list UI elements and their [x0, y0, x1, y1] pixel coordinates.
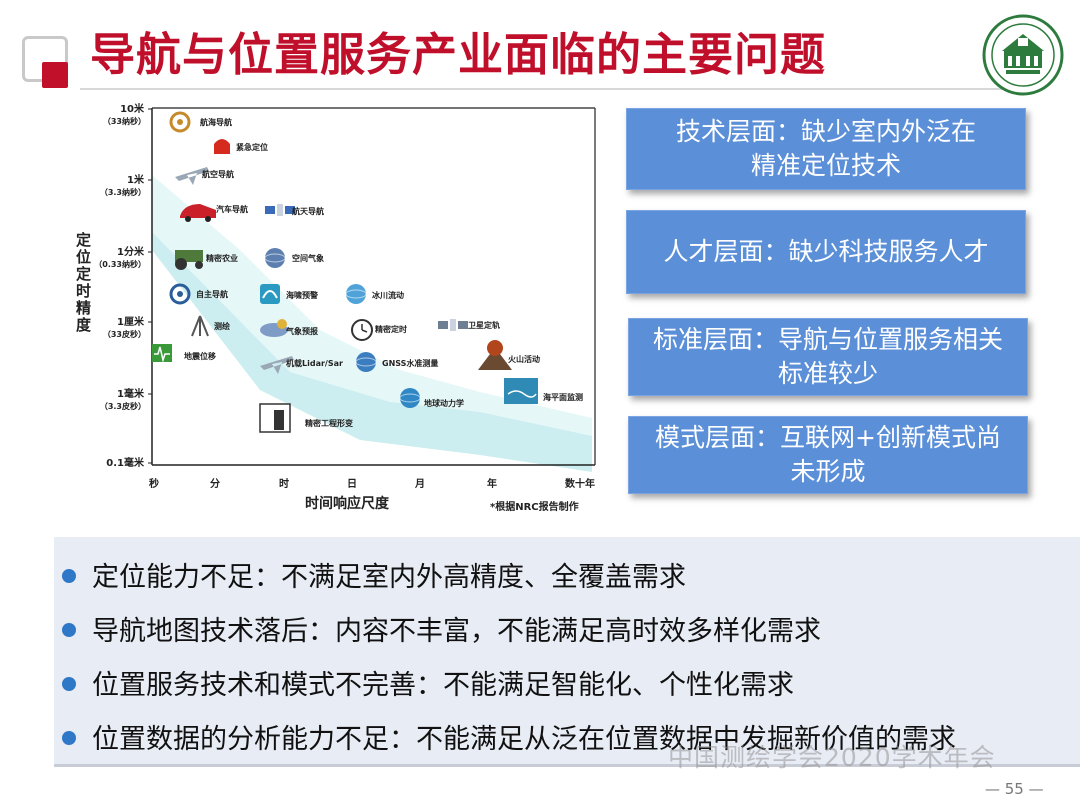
box-technology-line1: 技术层面：缺少室内外泛在 [675, 117, 976, 146]
bullet-item: 定位能力不足：不满足室内外高精度、全覆盖需求 [62, 555, 686, 594]
university-logo [982, 14, 1064, 96]
application-tripod-icon [191, 315, 209, 337]
application-label: 自主导航 [196, 289, 228, 299]
application-label: 测绘 [214, 321, 230, 331]
application-label: 冰川流动 [372, 290, 404, 300]
application-sat-icon [438, 319, 468, 331]
svg-text:时: 时 [76, 282, 91, 300]
application-label: 地球动力学 [424, 398, 464, 408]
application-globe-icon [355, 352, 377, 372]
application-plane-icon [175, 167, 209, 185]
box-standards-line2: 标准较少 [777, 359, 878, 388]
diagram-svg: 定 位 定 时 精 度 10米（33纳秒） 1米（3.3纳秒） 1分米（0.33纳秒… [76, 102, 596, 513]
corner-accent [42, 62, 68, 88]
bullet-dot-icon [62, 622, 76, 637]
x-tick-label: 时 [279, 477, 289, 490]
bullet-dot-icon [62, 730, 76, 745]
box-model: 模式层面：互联网+创新模式尚未形成 [628, 416, 1028, 494]
y-ticks: 10米（33纳秒） 1米（3.3纳秒） 1分米（0.33纳秒） 1厘米（33皮秒） 1毫… [94, 102, 152, 469]
box-technology-line2: 精准定位技术 [750, 151, 901, 180]
application-label: 航海导航 [200, 117, 232, 127]
svg-text:位: 位 [76, 248, 91, 266]
box-talent-line1: 人才层面：缺少科技服务人才 [663, 237, 989, 266]
y-tick-sublabel: （0.33纳秒） [94, 259, 146, 269]
bullet-dot-icon [62, 676, 76, 691]
x-axis-label: 时间响应尺度 [305, 495, 390, 512]
application-label: 精密工程形变 [305, 418, 353, 428]
y-tick-sublabel: （3.3纳秒） [100, 187, 146, 197]
y-tick-sublabel: （3.3皮秒） [100, 401, 146, 411]
accuracy-timescale-diagram: 定 位 定 时 精 度 10米（33纳秒） 1米（3.3纳秒） 1分米（0.33纳秒… [60, 100, 605, 525]
accuracy-band [152, 175, 592, 472]
application-cloud-icon [260, 319, 288, 337]
x-ticks: 秒 分 时 日 月 年 数十年 [149, 477, 595, 490]
application-label: 海啸预警 [286, 290, 318, 300]
application-sea-icon [504, 378, 538, 404]
svg-text:定: 定 [76, 265, 91, 283]
problems-panel: 定位能力不足：不满足室内外高精度、全覆盖需求 导航地图技术落后：内容不丰富，不能… [54, 537, 1080, 767]
box-talent: 人才层面：缺少科技服务人才 [626, 210, 1026, 294]
title-divider [80, 88, 1010, 90]
application-label: 紧急定位 [236, 142, 268, 152]
application-label: 航空导航 [202, 169, 234, 179]
application-label: 地震位移 [184, 351, 216, 361]
application-label: 空间气象 [292, 253, 324, 263]
x-tick-label: 月 [414, 478, 425, 490]
y-axis-label-1: 定 [76, 231, 91, 249]
application-label: 卫星定轨 [468, 320, 500, 330]
application-car-icon [180, 204, 216, 222]
x-tick-label: 秒 [149, 477, 159, 490]
application-bld-icon [259, 403, 291, 433]
application-clock-icon [351, 319, 373, 341]
source-note: *根据NRC报告制作 [490, 500, 579, 513]
bullet-item: 导航地图技术落后：内容不丰富，不能满足高时效多样化需求 [62, 609, 821, 648]
application-label: 精密定时 [375, 324, 407, 334]
y-tick-label: 1米 [127, 173, 145, 186]
box-standards: 标准层面：导航与位置服务相关标准较少 [628, 318, 1028, 396]
x-tick-label: 年 [487, 477, 497, 490]
application-wheel-icon [169, 111, 191, 133]
page-number: — 55 — [985, 780, 1044, 798]
svg-text:度: 度 [76, 316, 92, 334]
application-volcano-icon [478, 340, 512, 370]
x-tick-label: 数十年 [565, 477, 595, 490]
application-label: 火山活动 [508, 354, 540, 364]
application-globe-icon [399, 388, 421, 408]
application-label: 气象预报 [285, 326, 318, 336]
bullet-dot-icon [62, 568, 76, 583]
application-wave-icon [260, 284, 280, 304]
application-seismo-icon [152, 344, 172, 363]
application-label: 航天导航 [292, 206, 324, 216]
application-siren-icon [214, 139, 230, 154]
svg-text:精: 精 [76, 299, 91, 317]
x-tick-label: 日 [347, 478, 357, 490]
bullet-item: 位置数据的分析能力不足：不能满足从泛在位置数据中发掘新价值的需求 [62, 717, 956, 756]
y-tick-label: 10米 [120, 102, 145, 115]
application-label: 海平面监测 [543, 392, 583, 402]
bullet-item: 位置服务技术和模式不完善：不能满足智能化、个性化需求 [62, 663, 794, 702]
box-model-line2: 未形成 [790, 457, 866, 486]
box-model-line1: 模式层面：互联网+创新模式尚 [655, 423, 1001, 452]
application-tractor-icon [175, 250, 203, 270]
y-tick-sublabel: （33纳秒） [103, 116, 146, 126]
y-tick-sublabel: （33皮秒） [103, 329, 146, 339]
application-sat-icon [265, 204, 295, 216]
application-globe-icon [345, 284, 367, 304]
application-plane-icon [260, 356, 294, 374]
application-label: 精密农业 [206, 253, 238, 263]
box-standards-line1: 标准层面：导航与位置服务相关 [652, 325, 1003, 354]
application-label: 汽车导航 [216, 204, 248, 214]
page-title: 导航与位置服务产业面临的主要问题 [90, 28, 827, 81]
y-tick-label: 1厘米 [117, 315, 145, 328]
x-tick-label: 分 [210, 477, 220, 490]
box-technology: 技术层面：缺少室内外泛在精准定位技术 [626, 108, 1026, 190]
application-label: GNSS水准测量 [382, 358, 438, 368]
conference-watermark: 中国测绘学会2020学术年会 [668, 743, 996, 772]
y-tick-label: 0.1毫米 [106, 456, 145, 469]
application-label: 机载Lidar/Sar [286, 358, 343, 368]
y-tick-label: 1分米 [117, 245, 145, 258]
y-tick-label: 1毫米 [117, 387, 145, 400]
application-wheel-icon [169, 283, 191, 305]
application-globe-icon [264, 248, 286, 268]
